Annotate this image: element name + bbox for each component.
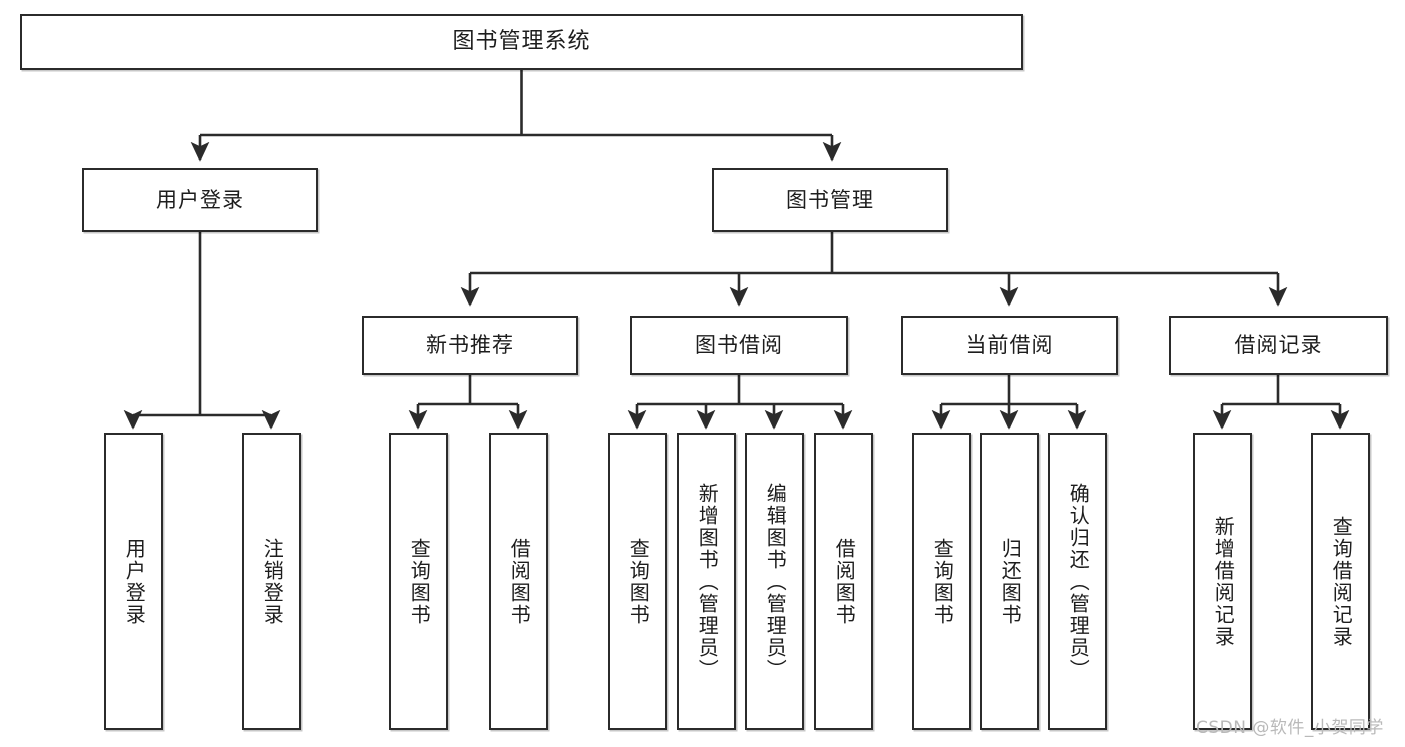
node-label: 借阅记录: [1234, 333, 1323, 358]
leaf-query-borrow-record[interactable]: 查询借阅记录: [1311, 433, 1370, 730]
node-new-book-recommend[interactable]: 新书推荐: [362, 316, 578, 375]
leaf-user-login[interactable]: 用户登录: [104, 433, 163, 730]
node-label: 查询图书: [407, 537, 432, 626]
leaf-edit-book-admin[interactable]: 编辑图书（管理员）: [745, 433, 804, 730]
node-label: 归还图书: [998, 537, 1023, 626]
node-label: 图书管理系统: [452, 29, 591, 55]
leaf-add-borrow-record[interactable]: 新增借阅记录: [1193, 433, 1252, 730]
node-label: 查询借阅记录: [1329, 515, 1354, 648]
node-label: 用户登录: [156, 187, 244, 212]
leaf-logout-login[interactable]: 注销登录: [242, 433, 301, 730]
node-label: 编辑图书（管理员）: [763, 482, 788, 681]
node-root-library-management-system[interactable]: 图书管理系统: [20, 14, 1023, 70]
node-label: 查询图书: [930, 537, 955, 626]
node-label: 新书推荐: [426, 333, 514, 358]
watermark-text: CSDN @软件_小贺同学: [1196, 718, 1384, 738]
leaf-add-book-admin[interactable]: 新增图书（管理员）: [677, 433, 736, 730]
leaf-query-book-borrow[interactable]: 查询图书: [608, 433, 667, 730]
leaf-return-book[interactable]: 归还图书: [980, 433, 1039, 730]
leaf-query-book-recommend[interactable]: 查询图书: [389, 433, 448, 730]
node-label: 图书借阅: [695, 333, 783, 358]
node-label: 当前借阅: [965, 333, 1054, 358]
node-label: 查询图书: [626, 537, 651, 626]
leaf-borrow-book-recommend[interactable]: 借阅图书: [489, 433, 548, 730]
node-label: 注销登录: [260, 537, 285, 626]
node-label: 图书管理: [786, 187, 874, 212]
node-label: 借阅图书: [832, 537, 857, 626]
leaf-confirm-return-admin[interactable]: 确认归还（管理员）: [1048, 433, 1107, 730]
node-current-borrow[interactable]: 当前借阅: [901, 316, 1118, 375]
node-book-borrow[interactable]: 图书借阅: [630, 316, 848, 375]
node-label: 用户登录: [122, 537, 147, 626]
node-user-login[interactable]: 用户登录: [82, 168, 318, 232]
node-label: 借阅图书: [507, 537, 532, 626]
node-book-management[interactable]: 图书管理: [712, 168, 948, 232]
node-label: 新增借阅记录: [1211, 515, 1236, 648]
node-borrow-record[interactable]: 借阅记录: [1169, 316, 1388, 375]
node-label: 新增图书（管理员）: [695, 482, 720, 681]
leaf-query-book-current[interactable]: 查询图书: [912, 433, 971, 730]
leaf-borrow-book[interactable]: 借阅图书: [814, 433, 873, 730]
node-label: 确认归还（管理员）: [1066, 482, 1091, 681]
